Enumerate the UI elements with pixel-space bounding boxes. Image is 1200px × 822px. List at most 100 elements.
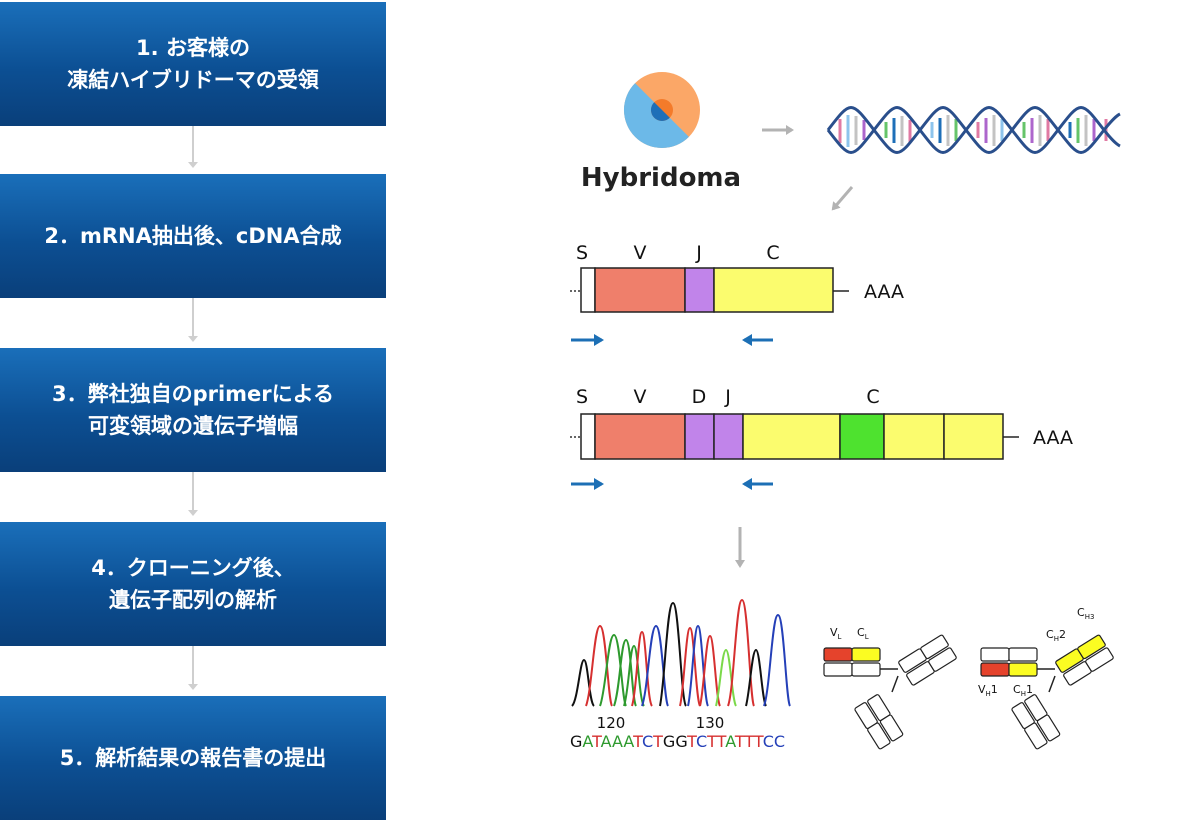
step-1-line-1: 1. お客様の (136, 36, 250, 60)
seq-tick-120: 120 (597, 714, 626, 732)
trace-blue-3 (763, 613, 791, 707)
sequence-text: GATAAATCTGGTCTTATTTCC (570, 732, 785, 751)
lc-signal-segment (580, 267, 596, 313)
base: A (601, 732, 612, 751)
dna-helix-icon (826, 106, 1121, 154)
hc-signal-segment (580, 413, 596, 460)
hybridoma-cell-icon (623, 72, 700, 149)
ch2-label: C (1046, 628, 1054, 641)
step-connector-3 (188, 472, 198, 516)
lc-polya-tail: AAA (864, 281, 904, 303)
step-3-line-2: 可変領域の遺伝子増幅 (88, 414, 298, 438)
base: T (706, 732, 717, 751)
base: T (743, 732, 754, 751)
ch1-label: C (1013, 683, 1021, 696)
light-chain-gene-map: S V J C AAA (570, 242, 904, 346)
trace-red-3 (679, 626, 701, 707)
ch3-label: C (1077, 606, 1085, 619)
ab2-vl-domain (980, 647, 1010, 662)
antibody-light-chain-highlight: VL CL (823, 626, 957, 750)
trace-green-2 (613, 638, 637, 707)
step-connector-1 (188, 126, 198, 168)
ab2-cl-domain (1008, 647, 1038, 662)
antibody-heavy-chain-highlight: CH3 CH2 VH1 CH1 (978, 606, 1114, 750)
vh-sub: H (986, 690, 991, 698)
vl-label: V (830, 626, 838, 639)
trace-black-1 (571, 658, 595, 707)
trace-blue-1 (641, 624, 669, 707)
lc-segment-label-s: S (576, 242, 588, 264)
step-4-line-2: 遺伝子配列の解析 (109, 588, 277, 612)
ch3-sub: H3 (1085, 613, 1095, 621)
base: T (632, 732, 643, 751)
base: A (582, 732, 593, 751)
step-connector-2 (188, 298, 198, 342)
lc-segment-label-c: C (766, 242, 779, 264)
step-connector-4 (188, 646, 198, 690)
base: T (591, 732, 602, 751)
ab1-vh-domain (823, 662, 853, 677)
hc-j-segment (713, 413, 744, 460)
lc-segment-label-j: J (695, 242, 702, 264)
base: C (642, 732, 653, 751)
base: G (570, 732, 582, 751)
step-1-line-2: 凍結ハイブリドーマの受領 (67, 68, 319, 92)
base: C (774, 732, 785, 751)
heavy-chain-gene-map: S V D J C AAA (570, 386, 1073, 490)
base: T (753, 732, 764, 751)
step-2: 2．mRNA抽出後、cDNA合成 (0, 174, 386, 298)
ch2-sub: H (1054, 635, 1059, 643)
hc-segment-label-d: D (692, 386, 707, 408)
sequencing-chromatogram: 120 130 GATAAATCTGGTCTTATTTCC (570, 598, 791, 751)
flow-arrow-down-left (831, 186, 854, 211)
ab2-ch1-domain (1008, 662, 1038, 677)
hybridoma-label: Hybridoma (581, 163, 741, 193)
hc-d-segment (684, 413, 715, 460)
base: A (612, 732, 623, 751)
base: T (652, 732, 663, 751)
step-3: 3．弊社独自のprimerによる 可変領域の遺伝子増幅 (0, 348, 386, 472)
step-2-line-1: 2．mRNA抽出後、cDNA合成 (44, 224, 342, 248)
svg-text:CL: CL (857, 626, 869, 641)
trace-green-3 (623, 644, 645, 707)
lc-variable-segment (594, 267, 686, 313)
trace-green-1 (599, 633, 627, 707)
base: T (716, 732, 727, 751)
lc-constant-segment (713, 267, 834, 313)
step-1: 1. お客様の 凍結ハイブリドーマの受領 (0, 2, 386, 126)
trace-black-3 (745, 648, 767, 707)
base: T (686, 732, 697, 751)
trace-red-4 (699, 634, 721, 707)
lc-j-segment (684, 267, 715, 313)
base: A (725, 732, 736, 751)
ch1-sub: H (1021, 690, 1026, 698)
trace-black-2 (659, 601, 687, 707)
svg-text:CH1: CH1 (1013, 683, 1033, 698)
lc-segment-label-v: V (634, 242, 647, 264)
hc-segment-label-c: C (866, 386, 879, 408)
trace-blue-2 (687, 624, 709, 707)
ab2-vh-domain (980, 662, 1010, 677)
hc-segment-label-j: J (724, 386, 731, 408)
ch2-num: 2 (1059, 628, 1066, 641)
base: A (623, 732, 634, 751)
base: C (696, 732, 707, 751)
step-5: 5．解析結果の報告書の提出 (0, 696, 386, 820)
base: C (763, 732, 774, 751)
vh-label: V (978, 683, 986, 696)
hc-segment-label-s: S (576, 386, 588, 408)
cl-sub: L (865, 633, 869, 641)
svg-text:VL: VL (830, 626, 842, 641)
hc-hinge-segment (839, 413, 885, 460)
hc-segment-label-v: V (634, 386, 647, 408)
cl-label: C (857, 626, 865, 639)
vl-sub: L (838, 633, 842, 641)
base: G (675, 732, 687, 751)
svg-text:CH3: CH3 (1077, 606, 1094, 621)
ch1-num: 1 (1026, 683, 1033, 696)
trace-red-1 (585, 624, 613, 707)
base: G (663, 732, 675, 751)
hc-ch3-segment (943, 413, 1004, 460)
step-4: 4．クローニング後、 遺伝子配列の解析 (0, 522, 386, 646)
